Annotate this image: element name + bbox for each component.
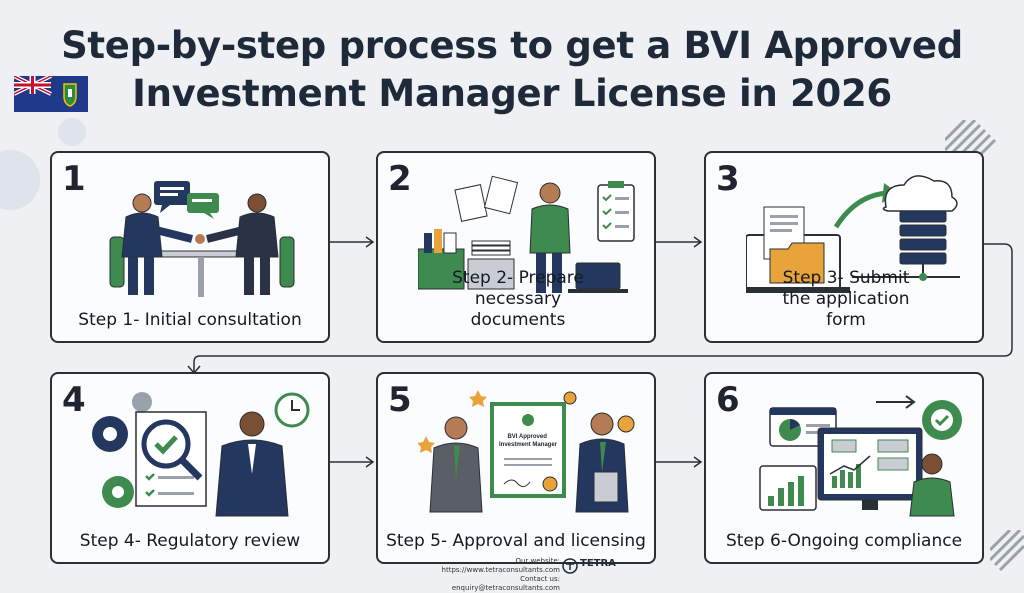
page-title: Step-by-step process to get a BVI Approv… [0, 22, 1024, 118]
step-number: 2 [388, 159, 412, 199]
step-card-2: 2 Step 2- Prepare necessary documents [376, 151, 656, 343]
arrow-step-4-to-5 [330, 456, 375, 468]
certificate-line: Investment Manager [499, 442, 558, 448]
step-number: 1 [62, 159, 86, 199]
arrow-step-2-to-3 [656, 236, 703, 248]
step-label: Step 5- Approval and licensing [386, 531, 646, 551]
step-card-4: 4 Step 4- Regulatory review [50, 372, 330, 564]
certificate-title: BVI Approved Investment Manager [499, 434, 558, 448]
footer-website[interactable]: Our website: https://www.tetraconsultant… [441, 557, 560, 574]
consultation-illustration [109, 181, 295, 297]
step-label: Step 3- Submit the application form [782, 268, 910, 330]
step-card-5: 5 BVI Approved Investment Manager Step 5… [376, 372, 656, 564]
arrow-step-3-to-4 [187, 243, 1013, 375]
step-number: 4 [62, 380, 86, 420]
title-line-1: Step-by-step process to get a BVI Approv… [61, 24, 963, 67]
step-card-1: 1 Step 1- Initial consultation [50, 151, 330, 343]
title-line-2: Investment Manager License in 2026 [132, 72, 892, 115]
tetra-brand: TETRA [580, 558, 616, 569]
documents-illustration [418, 175, 635, 293]
step-number: 5 [388, 380, 412, 420]
step-label: Step 6-Ongoing compliance [725, 531, 963, 551]
footer-contact: Our website: https://www.tetraconsultant… [425, 557, 560, 593]
arrow-step-5-to-6 [656, 456, 703, 468]
arrow-step-1-to-2 [330, 236, 375, 248]
step-label: Step 4- Regulatory review [79, 531, 301, 551]
step-card-6: 6 Step 6-Ongoing compliance [704, 372, 984, 564]
compliance-illustration [759, 395, 962, 517]
footer-email[interactable]: Contact us: enquiry@tetraconsultants.com [451, 575, 560, 592]
step-card-3: 3 Step 3- Submit the application form [704, 151, 984, 343]
bvi-flag-icon [14, 76, 88, 112]
decorative-circle [58, 118, 86, 146]
step-label: Step 2- Prepare necessary documents [452, 268, 584, 330]
approval-illustration: BVI Approved Investment Manager [418, 390, 635, 513]
tetra-logo-icon [562, 558, 578, 574]
regulatory-review-illustration [92, 392, 310, 517]
certificate-line: BVI Approved [507, 434, 547, 440]
decorative-circle [0, 150, 40, 210]
hatch-decoration [990, 530, 1024, 572]
step-label: Step 1- Initial consultation [78, 310, 302, 330]
step-number: 3 [716, 159, 740, 199]
submission-illustration [746, 175, 960, 293]
step-number: 6 [716, 380, 740, 420]
